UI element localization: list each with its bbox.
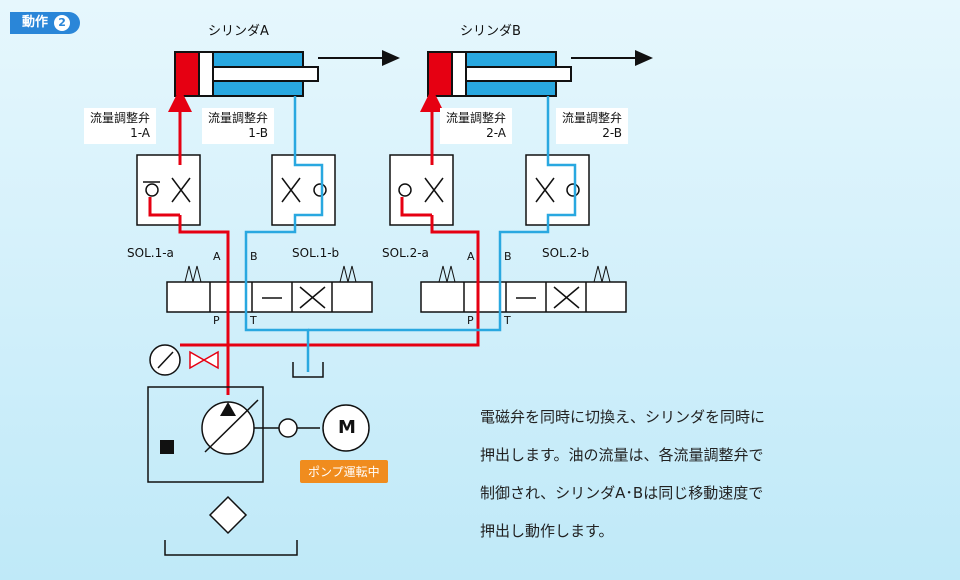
description-line: 電磁弁を同時に切換え、シリンダを同時に	[480, 398, 920, 436]
sol-1a-label: SOL.1-a	[127, 246, 174, 260]
port-p-1: P	[213, 314, 220, 327]
valve-label-2a: 流量調整弁 2-A	[440, 108, 512, 144]
description-line: 制御され、シリンダA･Bは同じ移動速度で	[480, 474, 920, 512]
step-number: 2	[54, 15, 70, 31]
step-title: 動作	[22, 12, 48, 34]
valve-label-code: 1-A	[90, 126, 150, 141]
valve-label-text: 流量調整弁	[562, 111, 622, 126]
valve-label-code: 2-B	[562, 126, 622, 141]
valve-label-code: 1-B	[208, 126, 268, 141]
description-line: 押出し動作します。	[480, 512, 920, 550]
valve-label-text: 流量調整弁	[446, 111, 506, 126]
cylinder-b	[428, 52, 651, 96]
valve-label-1a: 流量調整弁 1-A	[84, 108, 156, 144]
step-badge: 動作 2	[10, 12, 80, 34]
solenoid-valve-2	[421, 266, 626, 312]
description-text: 電磁弁を同時に切換え、シリンダを同時に 押出します。油の流量は、各流量調整弁で …	[480, 398, 920, 550]
valve-label-1b: 流量調整弁 1-B	[202, 108, 274, 144]
motor-label: M	[338, 417, 356, 438]
sol-1b-label: SOL.1-b	[292, 246, 339, 260]
port-p-2: P	[467, 314, 474, 327]
pressure-gauge	[150, 345, 218, 375]
sol-2a-label: SOL.2-a	[382, 246, 429, 260]
return-line	[246, 96, 575, 372]
port-b-1: B	[250, 250, 258, 263]
port-a-1: A	[213, 250, 221, 263]
cylinder-a-label: シリンダA	[208, 20, 269, 39]
valve-label-2b: 流量調整弁 2-B	[556, 108, 628, 144]
port-t-2: T	[504, 314, 511, 327]
valve-label-code: 2-A	[446, 126, 506, 141]
port-b-2: B	[504, 250, 512, 263]
pump-status-badge: ポンプ運転中	[300, 460, 388, 483]
solenoid-valve-1	[167, 266, 372, 312]
cylinder-a	[175, 52, 398, 96]
valve-label-text: 流量調整弁	[90, 111, 150, 126]
sol-2b-label: SOL.2-b	[542, 246, 589, 260]
port-t-1: T	[250, 314, 257, 327]
cylinder-b-label: シリンダB	[460, 20, 521, 39]
description-line: 押出します。油の流量は、各流量調整弁で	[480, 436, 920, 474]
valve-label-text: 流量調整弁	[208, 111, 268, 126]
port-a-2: A	[467, 250, 475, 263]
